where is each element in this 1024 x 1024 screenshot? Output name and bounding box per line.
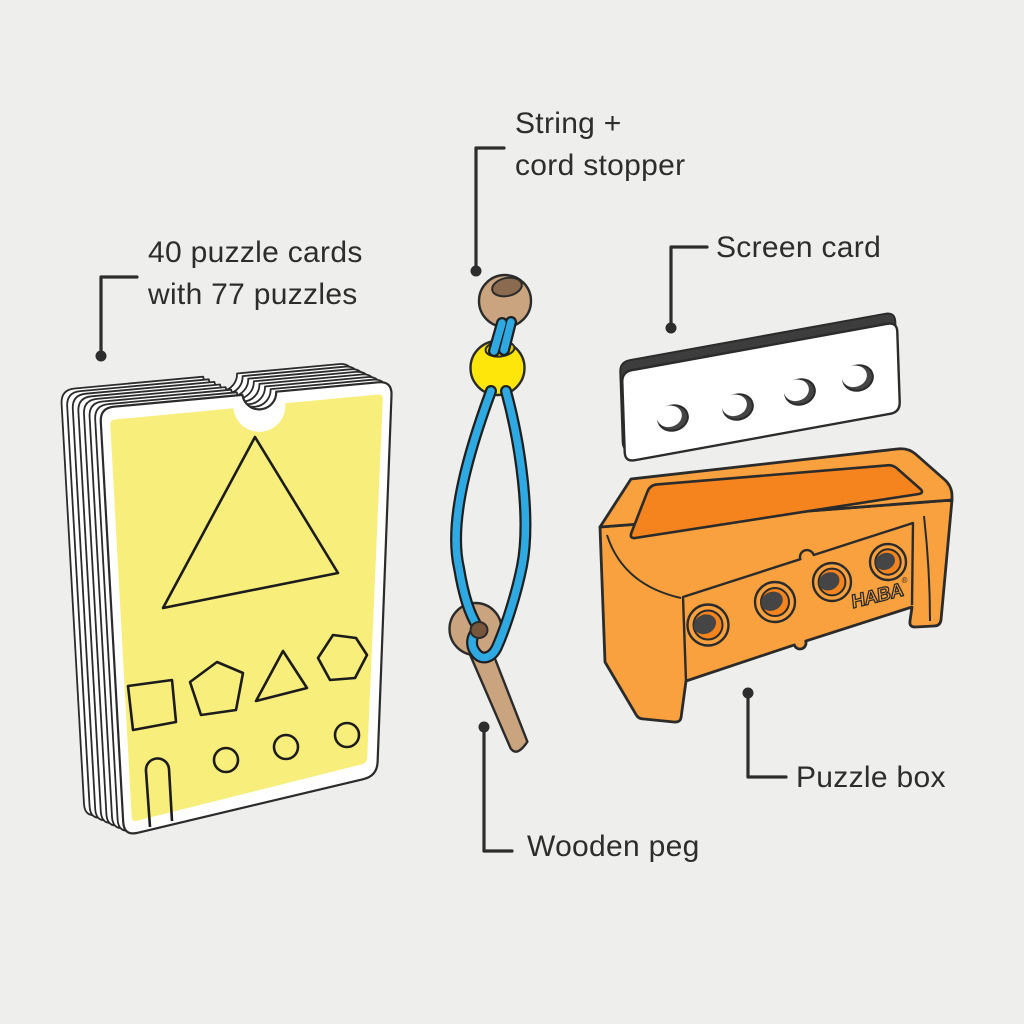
puzzle-box-panel-line <box>681 521 915 682</box>
card-slot-cutout <box>144 757 174 828</box>
puzzle-box-hole <box>868 542 908 582</box>
screen-card-holes <box>656 364 874 432</box>
leader-string <box>474 146 506 270</box>
circle-shape <box>212 746 240 774</box>
screen-card <box>619 312 901 462</box>
callout-leader-lines <box>95 146 788 853</box>
callout-wooden-peg: Wooden peg <box>527 826 700 868</box>
screen-card-hole <box>721 393 754 421</box>
puzzle-box-holes <box>686 542 908 647</box>
leader-dot <box>665 322 677 334</box>
peg-head-hole <box>469 621 489 639</box>
callout-screen-card-label: Screen card <box>716 231 882 264</box>
callout-string-stopper: String + cord stopper <box>515 103 685 187</box>
leader-dot <box>95 350 107 362</box>
string-assembly <box>448 273 533 753</box>
puzzle-box-slot <box>629 463 924 540</box>
screen-card-hole <box>656 404 689 432</box>
card-yellow-face <box>110 394 383 822</box>
puzzle-box-hole <box>811 561 853 603</box>
screen-card-face <box>621 322 901 462</box>
pentagon-shape <box>188 660 245 717</box>
small-triangle-shape <box>254 649 309 703</box>
circle-shape <box>272 733 300 761</box>
callout-screen-card: Screen card <box>716 227 881 269</box>
leader-screen-card <box>669 245 709 327</box>
puzzle-card-stack <box>60 363 393 835</box>
callout-string-line1: String + <box>515 107 622 140</box>
haba-registered-mark: ® <box>901 575 908 585</box>
wooden-peg-stick <box>465 637 529 753</box>
callout-puzzle-box: Puzzle box <box>796 757 946 799</box>
callout-wooden-peg-label: Wooden peg <box>527 830 700 863</box>
puzzle-box-right-crease <box>923 515 931 622</box>
puzzle-box-left-crease <box>606 534 682 599</box>
callout-puzzle-cards: 40 puzzle cards with 77 puzzles <box>148 232 363 316</box>
string-cord <box>452 318 530 662</box>
screen-card-hole <box>783 378 816 406</box>
square-shape <box>126 678 178 732</box>
callout-puzzle-cards-line1: 40 puzzle cards <box>148 236 363 269</box>
puzzle-box: HABA ® <box>598 447 954 724</box>
puzzle-box-hole <box>753 580 797 624</box>
leader-dot <box>470 265 482 277</box>
circle-shape <box>333 721 361 749</box>
screen-card-hole <box>841 364 874 392</box>
callout-puzzle-cards-line2: with 77 puzzles <box>148 278 358 311</box>
leader-puzzle-box <box>746 694 788 779</box>
puzzle-box-hole <box>686 603 730 647</box>
big-triangle-shape <box>161 435 340 610</box>
hexagon-shape <box>316 633 369 682</box>
front-puzzle-card <box>99 381 393 835</box>
callout-string-line2: cord stopper <box>515 149 686 182</box>
leader-dot <box>742 687 754 699</box>
card-printed-shapes <box>126 435 369 828</box>
leader-wooden-peg <box>482 728 514 853</box>
callout-puzzle-box-label: Puzzle box <box>796 761 946 794</box>
leader-puzzle-cards <box>99 275 139 355</box>
leader-dot <box>478 721 490 733</box>
bead-hole <box>491 276 523 298</box>
